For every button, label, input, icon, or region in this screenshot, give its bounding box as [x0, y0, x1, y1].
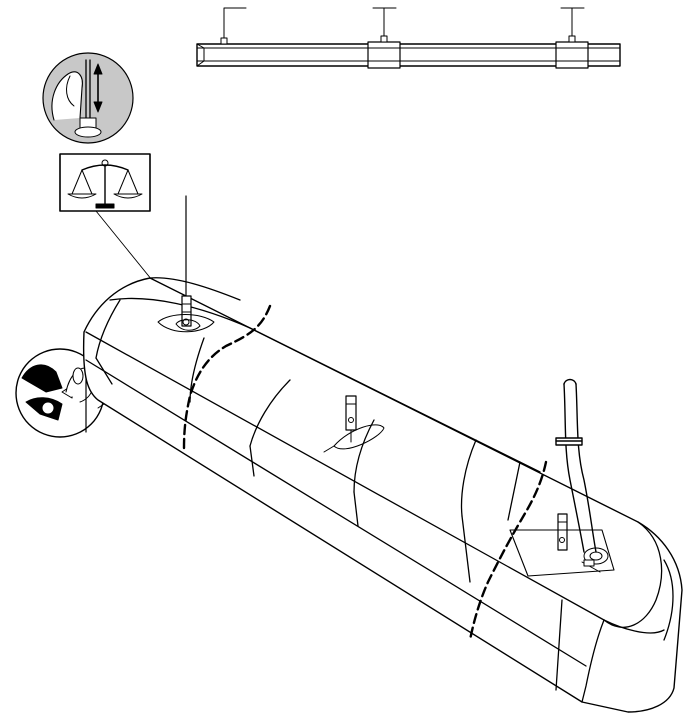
feed-cable	[555, 378, 597, 553]
wire-cutter-icon	[15, 348, 105, 438]
joint-connector-right	[555, 41, 589, 69]
balance-scale-icon	[59, 153, 151, 212]
joint-connector-left	[367, 41, 401, 69]
fixture-row-overview	[196, 7, 621, 69]
suspension-cable-leaders	[220, 7, 585, 45]
break-lines	[182, 304, 548, 642]
hanging-point-left	[157, 195, 215, 333]
adjust-height-icon	[42, 52, 134, 144]
fixture-body	[82, 277, 683, 713]
hanging-point-right	[509, 513, 615, 577]
hanging-point-middle	[323, 395, 385, 453]
